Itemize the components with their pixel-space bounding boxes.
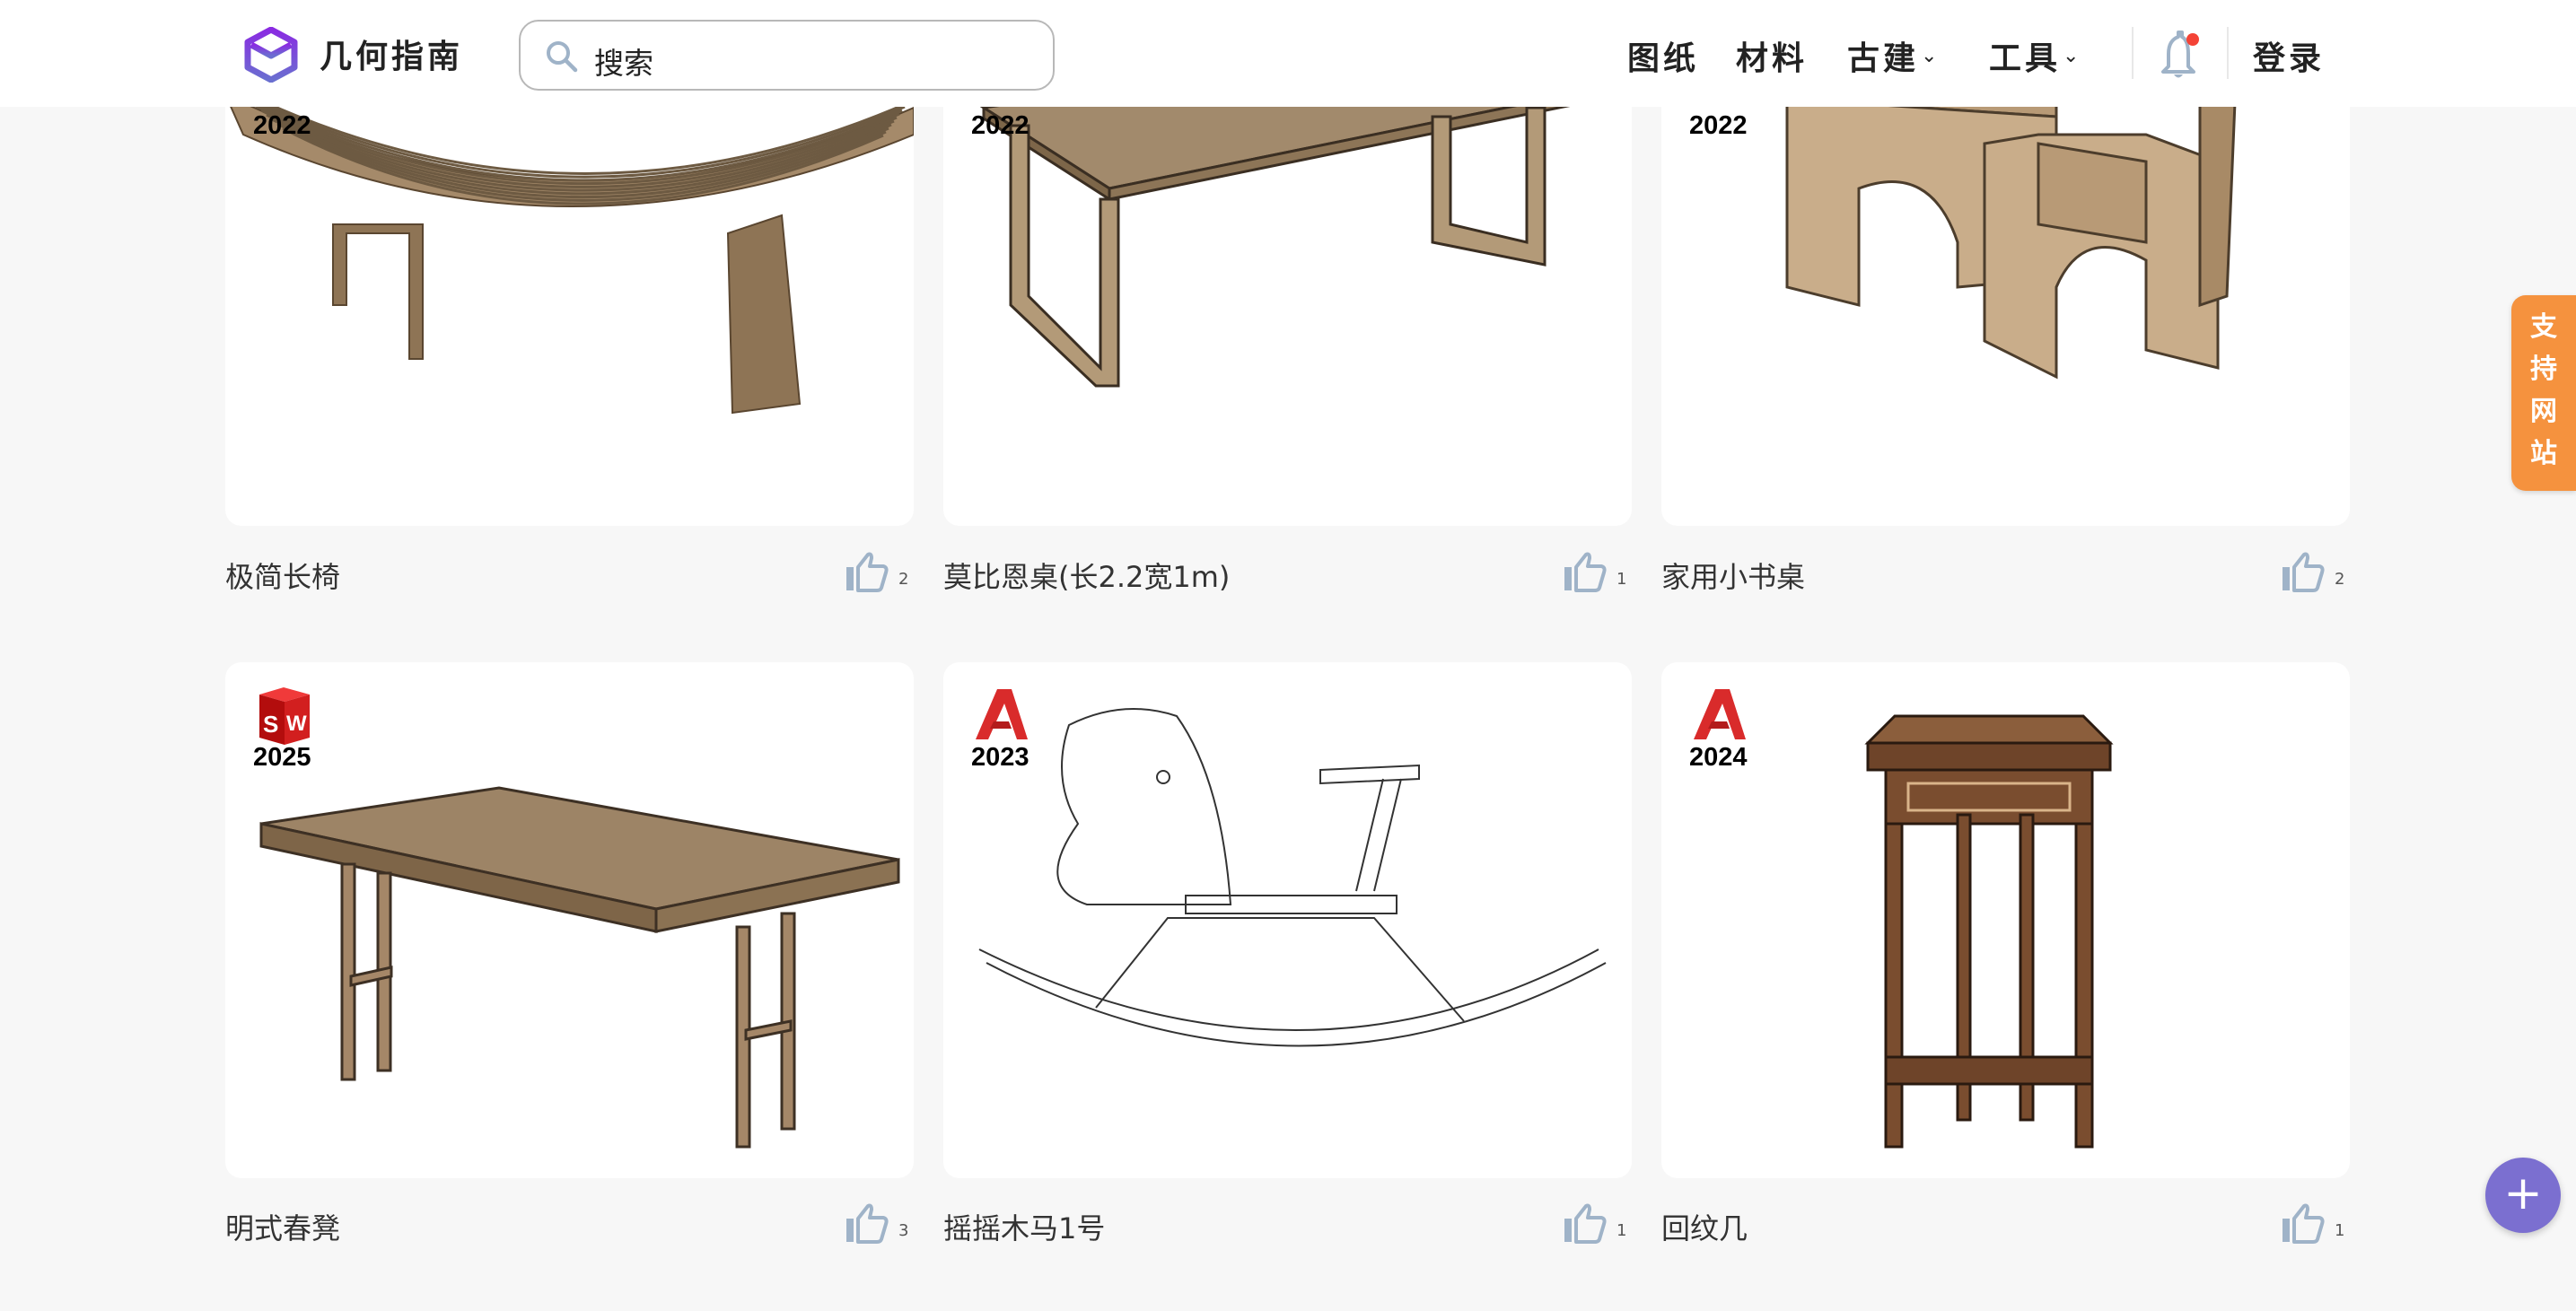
model-title[interactable]: 回纹几 [1661, 1211, 1748, 1245]
like-count: 1 [2335, 1221, 2345, 1240]
nav-drawings[interactable]: 图纸 [1627, 32, 1699, 79]
model-thumbnail[interactable] [225, 662, 914, 1178]
model-thumbnail[interactable] [1661, 662, 2350, 1178]
thumbs-up-icon [2282, 1203, 2325, 1244]
login-label: 登录 [2253, 39, 2326, 77]
like-button[interactable]: 2 [2281, 551, 2344, 592]
model-title[interactable]: 摇摇木马1号 [943, 1211, 1106, 1245]
software-year: 2024 [1689, 743, 1748, 772]
like-count: 2 [2335, 570, 2345, 589]
like-button[interactable]: 1 [1563, 1202, 1626, 1244]
like-count: 1 [1617, 570, 1627, 589]
nav-tools[interactable]: 工具⌄ [1989, 32, 2082, 79]
nav-label: 材料 [1736, 39, 1809, 77]
search-input[interactable]: 搜索 [519, 20, 1055, 91]
like-count: 3 [898, 1221, 909, 1240]
model-title[interactable]: 莫比恩桌(长2.2宽1m) [943, 560, 1231, 594]
divider [2132, 27, 2134, 79]
svg-text:S: S [263, 711, 278, 738]
nav-label: 古建 [1847, 39, 1920, 77]
divider [2227, 27, 2229, 79]
chevron-down-icon: ⌄ [2063, 44, 2083, 67]
software-year: 2022 [971, 111, 1030, 140]
add-button[interactable]: + [2485, 1158, 2561, 1233]
like-button[interactable]: 3 [845, 1202, 908, 1244]
notification-dot [2186, 33, 2199, 46]
software-year: 2022 [253, 111, 311, 140]
like-button[interactable]: 1 [1563, 551, 1626, 592]
login-button[interactable]: 登录 [2253, 32, 2325, 79]
thumbs-up-icon [2282, 552, 2325, 592]
like-button[interactable]: 1 [2281, 1202, 2344, 1244]
logo-icon[interactable] [244, 27, 298, 83]
model-title[interactable]: 明式春凳 [225, 1211, 341, 1245]
bell-icon[interactable] [2158, 29, 2203, 81]
thumbs-up-icon [846, 1203, 889, 1244]
svg-text:W: W [286, 712, 307, 736]
model-title[interactable]: 家用小书桌 [1661, 560, 1806, 594]
model-thumbnail[interactable] [225, 0, 914, 526]
model-card[interactable]: 2023 [943, 662, 1632, 1178]
autocad-icon [976, 689, 1028, 739]
top-header: 几何指南 搜索 图纸 材料 古建⌄ 工具⌄ 登录 [0, 0, 2576, 107]
model-title[interactable]: 极简长椅 [225, 560, 341, 594]
autocad-icon [1694, 689, 1746, 739]
model-card[interactable]: 2024 [1661, 662, 2350, 1178]
search-icon [547, 41, 578, 73]
model-thumbnail[interactable] [943, 662, 1632, 1178]
software-year: 2025 [253, 743, 311, 772]
support-site-tab[interactable]: 支持网站 [2511, 295, 2576, 491]
brand-name[interactable]: 几何指南 [320, 38, 464, 75]
software-year: 2022 [1689, 111, 1748, 140]
support-label: 支持网站 [2530, 311, 2557, 469]
nav-label: 工具 [1989, 39, 2062, 77]
thumbs-up-icon [1564, 552, 1607, 592]
nav-materials[interactable]: 材料 [1736, 32, 1808, 79]
chevron-down-icon: ⌄ [1921, 44, 1941, 67]
nav-ancient-architecture[interactable]: 古建⌄ [1847, 32, 1941, 79]
nav-label: 图纸 [1627, 39, 1700, 77]
search-placeholder: 搜索 [594, 46, 653, 81]
thumbs-up-icon [846, 552, 889, 592]
like-button[interactable]: 2 [845, 551, 908, 592]
software-year: 2023 [971, 743, 1030, 772]
like-count: 2 [898, 570, 909, 589]
thumbs-up-icon [1564, 1203, 1607, 1244]
like-count: 1 [1617, 1221, 1627, 1240]
